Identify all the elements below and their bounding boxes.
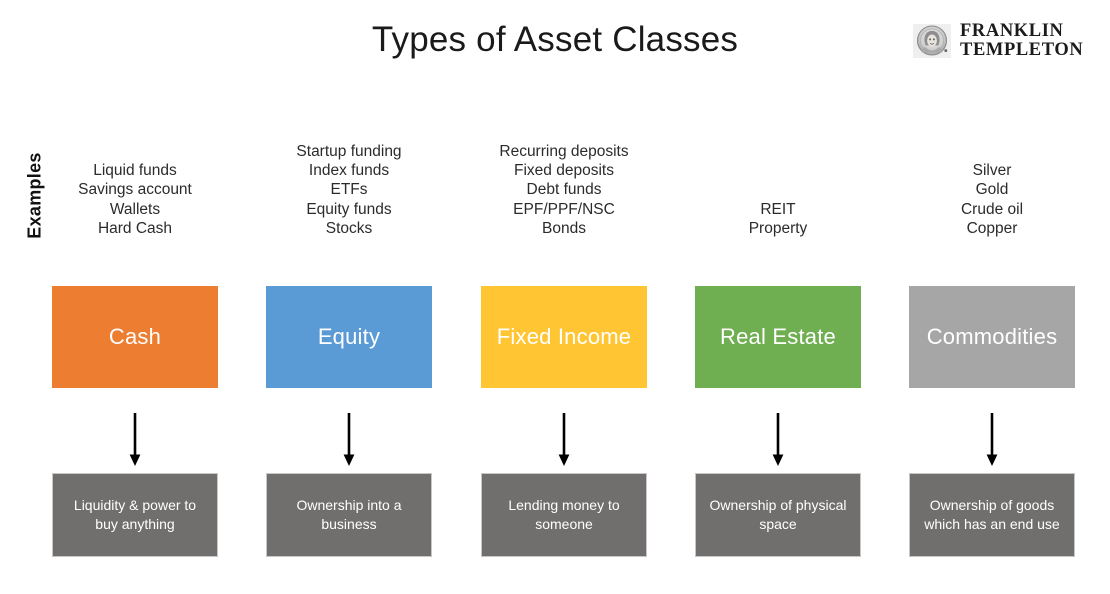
description-text: Ownership of goods which has an end use [924,497,1060,532]
example-item: Stocks [325,219,373,237]
brand-line-templeton: TEMPLETON [960,40,1084,60]
description-text: Ownership of physical space [709,497,847,532]
example-item: Property [748,219,808,237]
asset-box-real-estate[interactable]: Real Estate [695,286,861,388]
description-box-cash: Liquidity & power to buy anything [52,473,218,557]
example-item: Startup funding [296,142,402,160]
example-item: Debt funds [526,181,602,199]
asset-class-column-cash: Liquid funds Savings account Wallets Har… [52,0,218,594]
example-item: Hard Cash [97,219,173,237]
asset-box-label: Cash [108,324,162,349]
page-title: Types of Asset Classes [371,20,739,59]
examples-list-fixed-income: Recurring deposits Fixed deposits Debt f… [467,142,661,238]
brand-wordmark: FRANKLIN TEMPLETON [960,20,1084,60]
example-item: Copper [966,219,1018,237]
flow-arrow-down-icon [555,412,573,467]
asset-class-column-commodities: Silver Gold Crude oil Copper Commodities… [909,0,1075,594]
asset-box-cash[interactable]: Cash [52,286,218,388]
example-item: Fixed deposits [514,162,614,180]
flow-arrow-down-icon [769,412,787,467]
examples-list-commodities: Silver Gold Crude oil Copper [895,161,1089,238]
description-text: Lending money to someone [508,497,620,532]
example-item: Gold [975,181,1009,199]
asset-box-label: Equity [317,324,381,349]
description-box-equity: Ownership into a business [266,473,432,557]
description-text: Liquidity & power to buy anything [73,497,197,532]
example-item: Recurring deposits [499,142,629,160]
example-item: Wallets [109,200,161,218]
asset-box-commodities[interactable]: Commodities [909,286,1075,388]
description-box-fixed-income: Lending money to someone [481,473,647,557]
asset-class-column-equity: Startup funding Index funds ETFs Equity … [266,0,432,594]
asset-box-label: Real Estate [720,324,836,349]
franklin-templeton-logo: FRANKLIN TEMPLETON [912,17,1083,65]
example-item: Silver [972,162,1012,180]
example-item: Liquid funds [93,162,177,180]
asset-box-label: Commodities [926,324,1058,349]
example-item: Equity funds [306,200,392,218]
asset-box-equity[interactable]: Equity [266,286,432,388]
examples-list-real-estate: REIT Property [681,200,875,238]
asset-class-column-real-estate: REIT Property Real Estate Ownership of p… [695,0,861,594]
description-box-real-estate: Ownership of physical space [695,473,861,557]
flow-arrow-down-icon [126,412,144,467]
asset-box-label: Fixed Income [496,324,632,349]
asset-class-column-fixed-income: Recurring deposits Fixed deposits Debt f… [481,0,647,594]
examples-list-equity: Startup funding Index funds ETFs Equity … [252,142,446,238]
example-item: Savings account [78,181,192,199]
brand-line-franklin: FRANKLIN [960,20,1064,41]
flow-arrow-down-icon [983,412,1001,467]
example-item: REIT [760,200,796,218]
example-item: Index funds [308,162,390,180]
example-item: Crude oil [960,200,1024,218]
examples-list-cash: Liquid funds Savings account Wallets Har… [38,161,232,238]
description-box-commodities: Ownership of goods which has an end use [909,473,1075,557]
description-text: Ownership into a business [296,497,402,532]
franklin-portrait-icon [912,21,952,61]
example-item: EPF/PPF/NSC [513,200,615,218]
asset-box-fixed-income[interactable]: Fixed Income [481,286,647,388]
flow-arrow-down-icon [340,412,358,467]
example-item: ETFs [330,181,368,199]
example-item: Bonds [542,219,586,237]
